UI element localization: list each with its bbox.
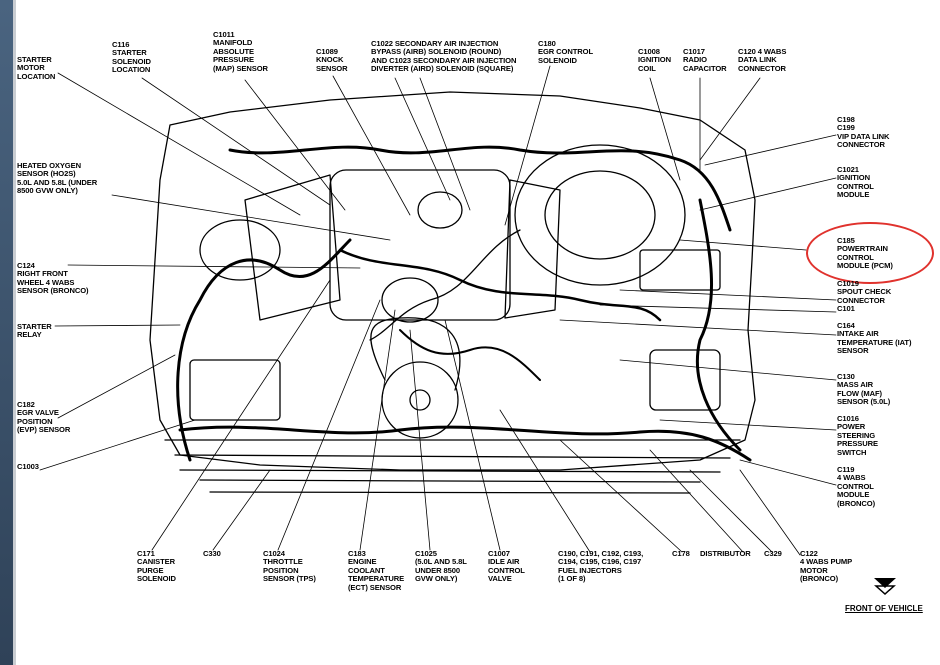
label-c182: C182 EGR VALVE POSITION (EVP) SENSOR	[17, 400, 71, 435]
label-c329: C329	[764, 549, 782, 558]
label-c1011: C1011 MANIFOLD ABSOLUTE PRESSURE (MAP) S…	[213, 30, 268, 73]
harness-front	[178, 425, 752, 462]
harness-top	[228, 145, 732, 232]
label-c1024: C1024 THROTTLE POSITION SENSOR (TPS)	[263, 549, 316, 584]
intake-manifold	[329, 169, 511, 321]
label-c330: C330	[203, 549, 221, 558]
label-heated-o2: HEATED OXYGEN SENSOR (HO2S) 5.0L AND 5.8…	[17, 161, 98, 196]
maf-housing	[649, 349, 721, 411]
valve-cover-right	[504, 179, 561, 319]
radiator-support	[164, 439, 741, 473]
label-starter-relay: STARTER RELAY	[17, 322, 52, 340]
label-c124: C124 RIGHT FRONT WHEEL 4 WABS SENSOR (BR…	[17, 261, 89, 296]
label-c1016: C1016 POWER STEERING PRESSURE SWITCH	[837, 414, 878, 457]
label-starter-motor: STARTER MOTOR LOCATION	[17, 55, 56, 81]
label-c1019: C1019 SPOUT CHECK CONNECTOR C101	[837, 279, 892, 314]
grille-bar	[199, 479, 701, 494]
label-c1003: C1003	[17, 462, 39, 471]
label-c171: C171 CANISTER PURGE SOLENOID	[137, 549, 176, 584]
valve-cover-left	[244, 174, 341, 321]
pcm-box	[639, 249, 721, 291]
harness-left	[176, 238, 352, 462]
harness-right	[695, 198, 742, 452]
air-cleaner-lid	[544, 170, 656, 260]
label-c116: C116 STARTER SOLENOID LOCATION	[112, 40, 151, 75]
harness-branch	[399, 329, 541, 381]
label-c180: C180 EGR CONTROL SOLENOID	[538, 39, 594, 65]
label-c122: C122 4 WABS PUMP MOTOR (BRONCO)	[800, 549, 853, 584]
label-c164: C164 INTAKE AIR TEMPERATURE (IAT) SENSOR	[837, 321, 912, 356]
label-c1008: C1008 IGNITION COIL	[638, 47, 671, 73]
label-front-of-vehicle: FRONT OF VEHICLE	[845, 604, 923, 613]
label-c119: C119 4 WABS CONTROL MODULE (BRONCO)	[837, 465, 876, 508]
label-c1007: C1007 IDLE AIR CONTROL VALVE	[488, 549, 525, 584]
distributor-cap	[417, 191, 463, 229]
air-cleaner	[514, 144, 686, 286]
window-frame-left	[0, 0, 13, 665]
throttle-body	[381, 277, 439, 323]
label-distributor: DISTRIBUTOR	[700, 549, 751, 558]
washer-reservoir	[199, 219, 281, 281]
battery	[189, 359, 281, 421]
label-c1021: C1021 IGNITION CONTROL MODULE	[837, 165, 874, 200]
label-c198: C198 C199 VIP DATA LINK CONNECTOR	[837, 115, 890, 150]
label-c1022: C1022 SECONDARY AIR INJECTION BYPASS (AI…	[371, 39, 517, 74]
label-c178: C178	[672, 549, 690, 558]
sheet-edge	[13, 0, 16, 665]
label-c1025: C1025 (5.0L AND 5.8L UNDER 8500 GVW ONLY…	[415, 549, 467, 584]
intake-duct	[369, 229, 521, 341]
label-c1089: C1089 KNOCK SENSOR	[316, 47, 348, 73]
label-c120: C120 4 WABS DATA LINK CONNECTOR	[738, 47, 787, 73]
label-c185: C185 POWERTRAIN CONTROL MODULE (PCM)	[837, 236, 893, 271]
label-c183: C183 ENGINE COOLANT TEMPERATURE (ECT) SE…	[348, 549, 405, 592]
fan-hub	[409, 389, 431, 411]
label-c1017: C1017 RADIO CAPACITOR	[683, 47, 727, 73]
pcm-highlight-circle	[806, 222, 934, 284]
label-c130: C130 MASS AIR FLOW (MAF) SENSOR (5.0L)	[837, 372, 891, 407]
front-arrow-icon	[874, 578, 896, 596]
label-c190: C190, C191, C192, C193, C194, C195, C196…	[558, 549, 644, 584]
